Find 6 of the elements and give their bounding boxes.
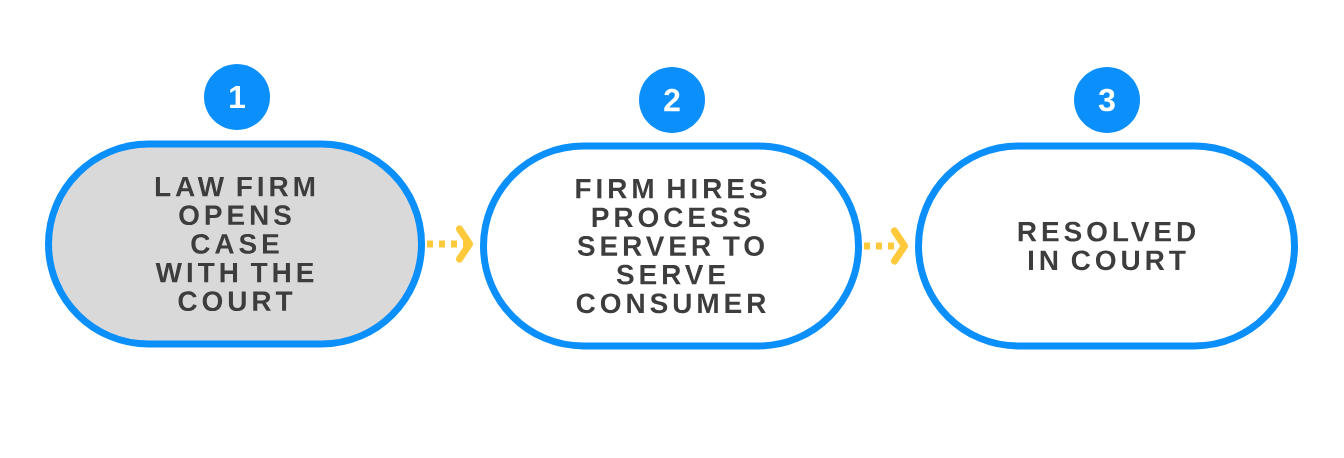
process-box: FIRM HIRES PROCESS SERVER TO SERVE CONSUMER — [480, 142, 862, 350]
step-number-badge: 3 — [1074, 67, 1140, 133]
step-number-badge: 1 — [204, 64, 270, 130]
step-number-badge: 2 — [639, 67, 705, 133]
process-box: RESOLVED IN COURT — [915, 142, 1298, 350]
process-box: LAW FIRM OPENS CASE WITH THE COURT — [45, 140, 425, 348]
